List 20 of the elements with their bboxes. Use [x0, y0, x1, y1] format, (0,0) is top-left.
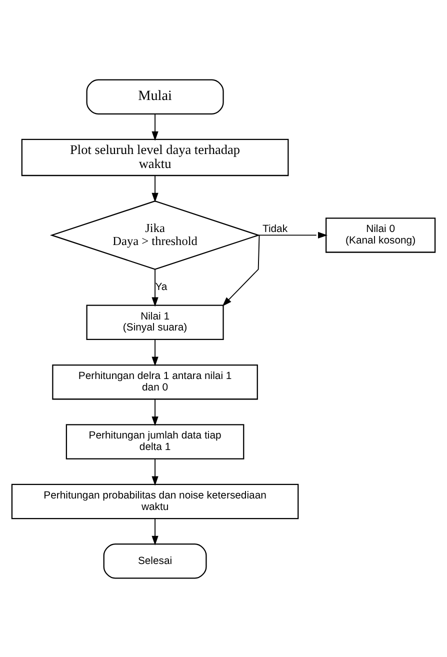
node-box: Mulai	[86, 78, 224, 114]
node-box: Perhitungan probabilitas dan noise ketersediaan waktu	[11, 483, 299, 519]
arrow	[152, 458, 158, 486]
node-box: Plot seluruh level daya terhadap waktu	[21, 138, 289, 176]
arrow	[152, 113, 158, 140]
edge-label: Ya	[155, 281, 168, 292]
arrow	[152, 338, 158, 366]
edge-label: Tidak	[262, 224, 288, 235]
arrow	[222, 234, 260, 306]
node-box: Perhitungan jumlah data tiap delta 1	[66, 424, 244, 459]
arrow	[152, 268, 158, 306]
node-box: Selesai	[103, 543, 207, 578]
arrow	[152, 518, 158, 545]
node-box: Nilai 0 (Kanal kosong)	[326, 217, 436, 252]
arrow	[258, 231, 328, 238]
node-box: Nilai 1 (Sinyal suara)	[86, 304, 224, 340]
arrow	[152, 398, 158, 426]
arrow	[152, 174, 158, 202]
node-diamond: Jika Daya > threshold	[50, 200, 260, 270]
node-box: Perhitungan delra 1 antara nilai 1 dan 0	[52, 364, 258, 400]
